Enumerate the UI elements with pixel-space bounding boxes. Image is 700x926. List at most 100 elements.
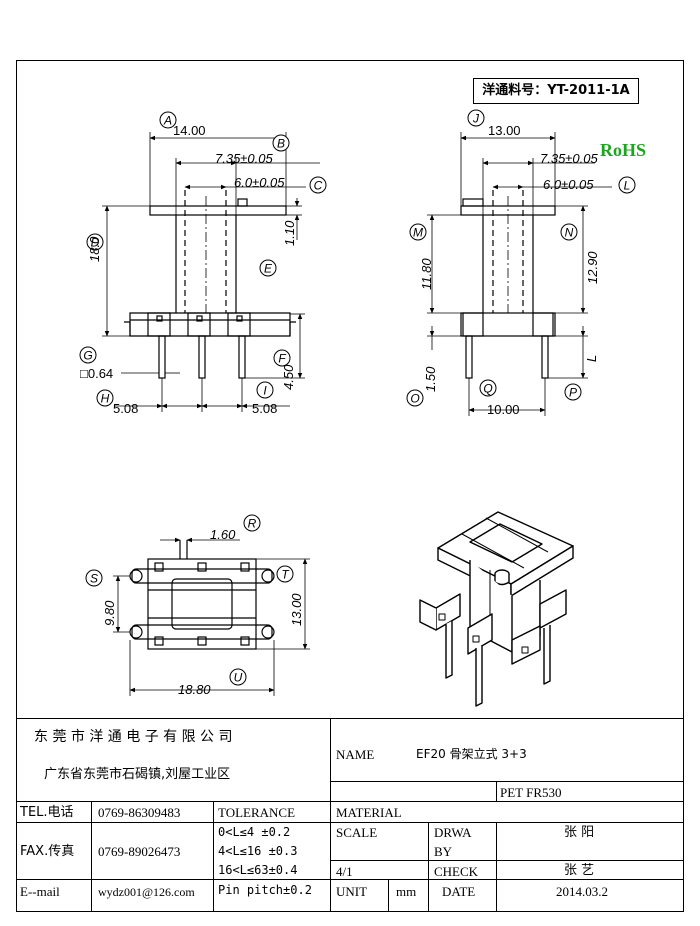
callout-circle-i [256,381,274,399]
callout-letter-s: S [90,572,98,586]
callout-circle-e [259,259,277,277]
tolerance-1: 0<L≤4 ±0.2 [218,825,291,839]
dim-u: 18.80 [178,682,211,697]
drawing-frame [16,60,684,912]
tel-value: 0769-86309483 [98,805,181,820]
callout-circle-u [229,668,247,686]
email-label: E--mail [20,884,60,899]
side-view [460,190,556,379]
tolerance-3: 16<L≤63±0.4 [218,863,298,877]
tolerance-label: TOLERANCE [218,805,296,820]
side-base [460,312,556,337]
callout-letter-c: C [314,179,323,193]
callout-letter-i: I [263,384,267,398]
fax-value: 0769-89026473 [98,844,181,859]
dim-l: 6.0±0.05 [543,177,594,192]
callout-circle-f [273,349,291,367]
callout-letter-r: R [248,517,257,531]
dim-n: 12.90 [585,251,600,284]
dim-r: 1.60 [210,527,236,542]
dim-k: 7.35±0.05 [540,151,598,166]
callout-letter-j: J [472,112,480,126]
callout-letter-a: A [163,114,172,128]
callout-letter-m: M [413,226,423,240]
company-address: 广东省东莞市石碣镇,刘屋工业区 [44,767,231,782]
dim-j: 13.00 [488,123,521,138]
tolerance-2: 4<L≤16 ±0.3 [218,844,298,858]
side-pin-right [541,335,549,379]
callout-letter-h: H [101,392,110,406]
bottom-view [129,540,275,650]
dim-h: 5.08 [113,401,139,416]
drawn-label-2: BY [434,844,453,859]
callout-circle-g [79,346,97,364]
pin-2 [198,335,206,379]
callout-circle-c [309,176,327,194]
callout-letter-q: Q [483,382,492,396]
front-top-nub [237,198,248,207]
dim-t: 13.00 [289,593,304,626]
dim-i: 5.08 [252,401,278,416]
callout-letter-b: B [277,137,285,151]
bottom-dimensions [113,537,310,696]
unit-value: mm [396,884,417,899]
dim-s: 9.80 [102,600,117,626]
callout-circle-b [272,134,290,152]
dim-q: 10.00 [487,402,520,417]
dim-p: L [584,354,599,362]
side-pin-left [465,335,473,379]
pin-3 [238,335,246,379]
callout-circle-j [467,109,485,127]
callout-letter-o: O [410,392,419,406]
callout-circle-l [618,176,636,194]
callout-circle-a [159,111,177,129]
name-value: EF20 骨架立式 3+3 [416,747,527,761]
part-number: 洋通料号：YT-2011-1A [482,83,630,98]
pin-1 [158,335,166,379]
dim-f: 4.50 [281,364,296,390]
tel-label: TEL.电话 [20,805,74,820]
company-name: 东 莞 市 洋 通 电 子 有 限 公 司 [34,729,233,745]
unit-label: UNIT [336,884,368,899]
drawn-label-1: DRWA [434,825,472,840]
callout-circle-d [86,233,104,251]
callout-circle-p [564,383,582,401]
check-label: CHECK [434,864,479,879]
dim-g: □0.64 [80,366,114,381]
dim-d: 18.0 [87,236,102,262]
callout-circle-s [85,569,103,587]
material-value: PET FR530 [500,785,562,800]
title-block: 东 莞 市 洋 通 电 子 有 限 公 司 广东省东莞市石碣镇,刘屋工业区 NA… [16,718,684,912]
rohs-mark: RoHS [600,140,647,160]
callout-letter-u: U [234,671,243,685]
callout-letter-e: E [264,262,273,276]
callout-circle-h [96,389,114,407]
dim-a: 14.00 [173,123,206,138]
callout-circle-t [276,565,294,583]
callout-letter-l: L [624,179,631,193]
email-value: wydz001@126.com [98,885,195,899]
callout-circle-n [560,223,578,241]
callout-letter-d: D [91,236,100,250]
date-label: DATE [442,884,476,899]
material-label: MATERIAL [336,805,402,820]
check-value: 张 艺 [564,863,595,878]
side-dimensions [427,132,612,416]
date-value: 2014.03.2 [556,884,608,899]
dim-m: 11.80 [419,258,434,290]
callout-letter-g: G [83,349,92,363]
front-dimensions [102,132,320,412]
dim-c: 6.0±0.05 [234,175,285,190]
scale-value: 4/1 [336,864,353,879]
fax-label: FAX.传真 [20,844,75,859]
callout-circle-q [479,379,497,397]
front-top-flange [149,205,287,216]
callout-circle-r [243,514,261,532]
scale-label: SCALE [336,825,378,840]
callout-letter-n: N [565,226,574,240]
callout-circle-o [406,389,424,407]
drawn-value: 张 阳 [564,825,595,840]
isometric-view [419,511,574,707]
callout-letter-p: P [569,386,577,400]
